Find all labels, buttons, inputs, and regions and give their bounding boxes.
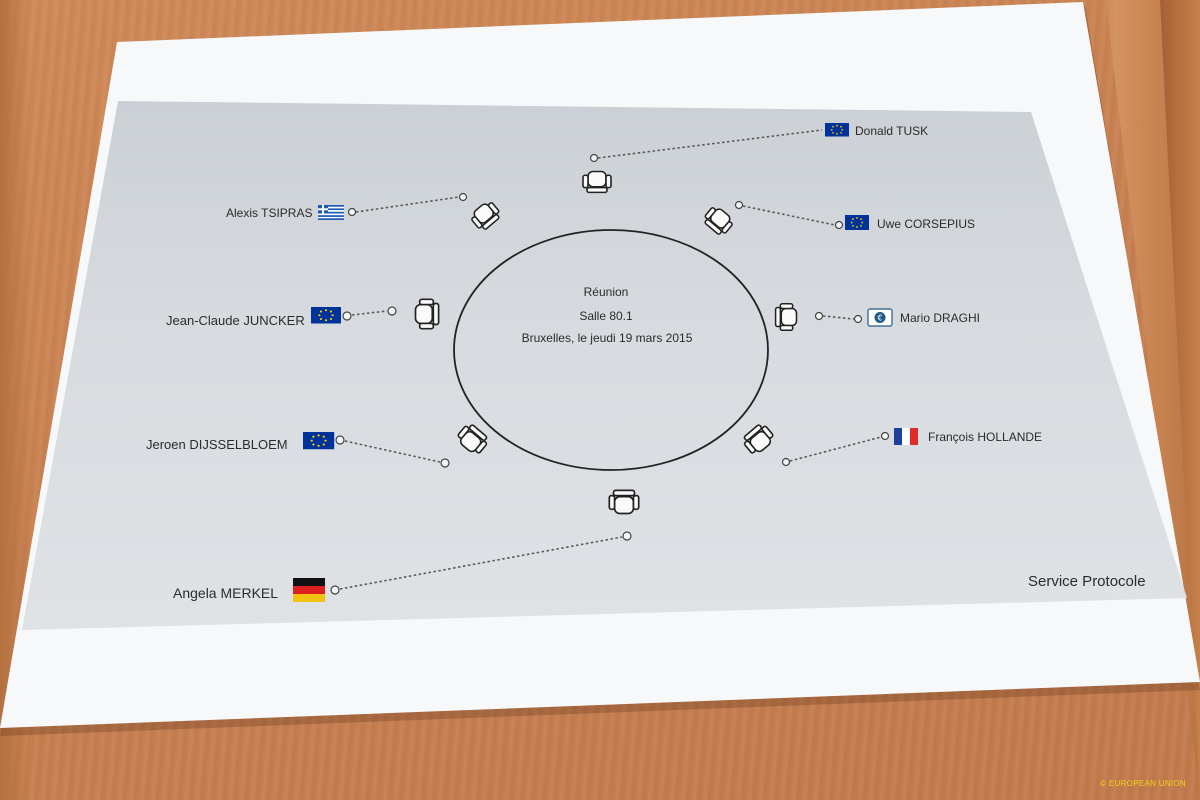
chair-bottom-left — [454, 421, 492, 458]
name-juncker: Jean-Claude JUNCKER — [166, 313, 305, 328]
participant-juncker: Jean-Claude JUNCKER — [166, 306, 397, 328]
chair-right — [774, 302, 798, 332]
meeting-title: Réunion — [584, 285, 629, 299]
ecb-logo-icon: € — [867, 308, 893, 327]
participant-dijsselbloem: Jeroen DIJSSELBLOEM — [146, 432, 450, 468]
chair-top-left — [467, 198, 504, 234]
meeting-room: Salle 80.1 — [579, 309, 633, 323]
chair-bottom — [608, 489, 640, 515]
participant-tusk: Donald TUSK — [589, 123, 928, 163]
participant-merkel: Angela MERKEL — [173, 531, 632, 602]
service-protocole-label: Service Protocole — [1028, 573, 1146, 590]
name-tsipras: Alexis TSIPRAS — [226, 206, 312, 220]
france-flag-icon — [894, 428, 918, 445]
copyright-credit: © EUROPEAN UNION — [1100, 779, 1186, 788]
name-dijsselbloem: Jeroen DIJSSELBLOEM — [146, 437, 288, 452]
chair-bottom-right — [739, 421, 777, 458]
participant-hollande: François HOLLANDE — [781, 428, 1042, 467]
meeting-date: Bruxelles, le jeudi 19 mars 2015 — [522, 331, 693, 345]
round-table — [453, 229, 769, 471]
name-corsepius: Uwe CORSEPIUS — [877, 217, 975, 231]
name-merkel: Angela MERKEL — [173, 585, 278, 601]
participant-draghi: € Mario DRAGHI — [814, 308, 980, 327]
eu-flag-icon — [845, 215, 869, 230]
chair-top-right — [700, 203, 737, 239]
participant-corsepius: Uwe CORSEPIUS — [734, 200, 975, 231]
eu-flag-icon — [311, 307, 341, 324]
eu-flag-icon — [825, 123, 849, 137]
svg-text:€: € — [877, 314, 882, 323]
germany-flag-icon — [293, 578, 325, 602]
eu-flag-icon — [303, 432, 335, 450]
greece-flag-icon — [318, 205, 344, 220]
participant-tsipras: Alexis TSIPRAS — [226, 192, 468, 220]
chair-top — [582, 170, 612, 194]
name-tusk: Donald TUSK — [855, 124, 928, 138]
name-draghi: Mario DRAGHI — [900, 311, 980, 325]
chair-left — [414, 298, 440, 330]
name-hollande: François HOLLANDE — [928, 430, 1042, 444]
